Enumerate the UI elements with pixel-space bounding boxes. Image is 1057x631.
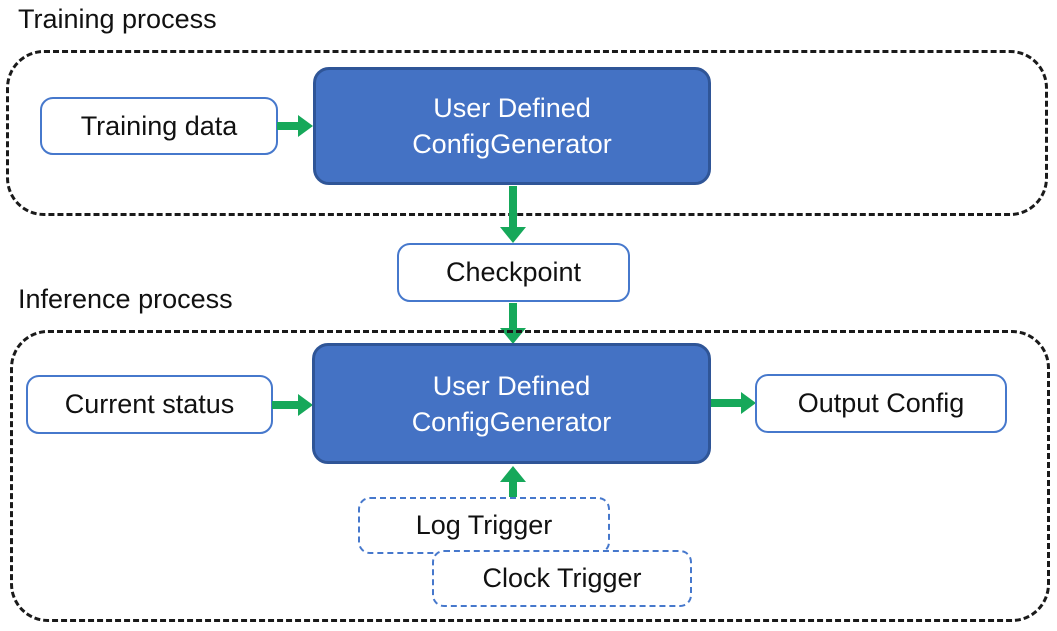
training-generator-line1: User Defined: [433, 93, 591, 123]
training-data-node: Training data: [40, 97, 278, 155]
arrow-generator-to-output-config: [711, 392, 756, 414]
training-generator-line2: ConfigGenerator: [412, 129, 612, 159]
arrow-current-status-to-generator: [272, 394, 313, 416]
arrow-head-right-icon: [741, 392, 756, 414]
clock-trigger-node: Clock Trigger: [432, 550, 692, 607]
arrow-head-right-icon: [298, 115, 313, 137]
arrow-head-up-icon: [500, 466, 526, 482]
output-config-label: Output Config: [797, 388, 965, 418]
arrow-training-data-to-generator: [277, 115, 313, 137]
output-config-node: Output Config: [755, 374, 1007, 433]
clock-trigger-label: Clock Trigger: [482, 563, 642, 593]
arrow-shaft: [509, 186, 517, 229]
inference-generator-line1: User Defined: [432, 370, 591, 401]
arrow-generator-to-checkpoint: [500, 186, 526, 243]
inference-process-container: [10, 330, 1050, 622]
training-data-label: Training data: [80, 110, 238, 141]
arrow-shaft: [277, 122, 300, 130]
log-trigger-node: Log Trigger: [358, 497, 610, 554]
arrow-head-right-icon: [298, 394, 313, 416]
current-status-node: Current status: [26, 375, 273, 434]
arrow-shaft: [509, 480, 517, 498]
arrow-shaft: [272, 401, 300, 409]
training-process-title: Training process: [18, 4, 217, 34]
training-process-container: [6, 50, 1048, 216]
inference-process-title: Inference process: [18, 284, 233, 314]
current-status-label: Current status: [64, 389, 235, 419]
arrow-triggers-to-generator: [500, 466, 526, 498]
log-trigger-label: Log Trigger: [415, 510, 553, 540]
arrow-shaft: [711, 399, 743, 407]
arrow-head-down-icon: [500, 227, 526, 243]
arrow-shaft: [509, 303, 517, 330]
inference-config-generator-node: User Defined ConfigGenerator: [312, 343, 711, 464]
checkpoint-node: Checkpoint: [397, 243, 630, 302]
checkpoint-label: Checkpoint: [445, 257, 582, 287]
training-config-generator-node: User Defined ConfigGenerator: [313, 67, 711, 185]
inference-generator-line2: ConfigGenerator: [411, 406, 612, 437]
